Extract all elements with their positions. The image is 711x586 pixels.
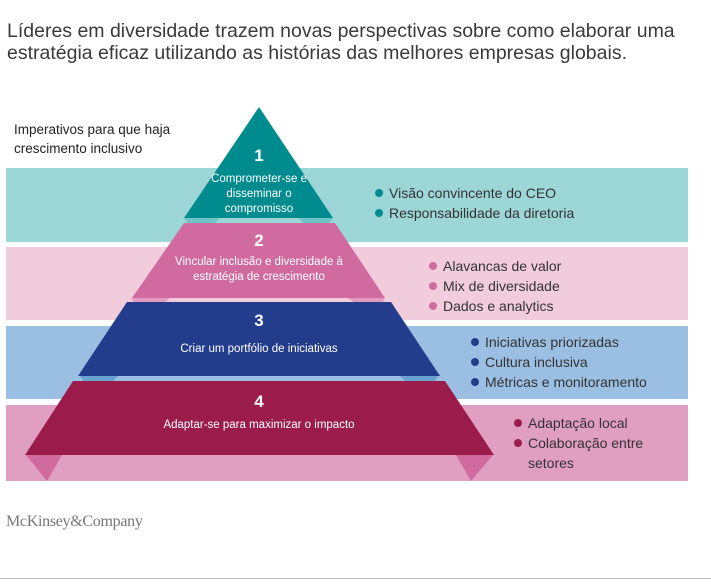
tier-3-bullets: Iniciativas priorizadas Cultura inclusiv… xyxy=(471,332,647,392)
tier-4-bullets: Adaptação local Colaboração entre setore… xyxy=(514,413,664,473)
tier-4-shape xyxy=(25,381,494,455)
tier-2-number: 2 xyxy=(254,231,264,250)
fold-3 xyxy=(80,376,118,382)
bullet-item: Alavancas de valor xyxy=(429,256,561,276)
bullet-item: Métricas e monitoramento xyxy=(471,372,647,392)
tier-4-number: 4 xyxy=(254,392,264,411)
tier-4-label: Adaptar-se para maximizar o impacto xyxy=(163,419,355,431)
fold-4 xyxy=(26,455,62,481)
tier-2-label: Vincular inclusão e diversidade à estrat… xyxy=(175,256,343,283)
tier-2-shape xyxy=(132,223,385,298)
bullet-item: Visão convincente do CEO xyxy=(375,183,574,203)
headline: Líderes em diversidade trazem novas pers… xyxy=(7,20,675,64)
tier-1-label: Comprometer-se e disseminar o compromiss… xyxy=(211,173,307,215)
bullet-item: Dados e analytics xyxy=(429,296,561,316)
tier-3-shape xyxy=(78,302,440,376)
bullet-item: Iniciativas priorizadas xyxy=(471,332,647,352)
tier-1-bullets: Visão convincente do CEO Responsabilidad… xyxy=(375,183,574,223)
bullet-item: Adaptação local xyxy=(514,413,664,433)
tier-2-bullets: Alavancas de valor Mix de diversidade Da… xyxy=(429,256,561,316)
bullet-item: Colaboração entre setores xyxy=(514,433,664,473)
bullet-item: Mix de diversidade xyxy=(429,276,561,296)
tier-1-shape xyxy=(184,107,333,218)
tier-1-number: 1 xyxy=(254,146,264,165)
band-1 xyxy=(6,168,688,242)
bottom-divider xyxy=(0,578,711,579)
bullet-item: Responsabilidade da diretoria xyxy=(375,203,574,223)
tier-3-number: 3 xyxy=(254,311,264,330)
bullet-item: Cultura inclusiva xyxy=(471,352,647,372)
tier-3-label: Criar um portfólio de iniciativas xyxy=(180,343,338,355)
diagram-subtitle: Imperativos para que haja crescimento in… xyxy=(14,122,171,156)
mckinsey-logo: McKinsey&Company xyxy=(6,513,143,530)
